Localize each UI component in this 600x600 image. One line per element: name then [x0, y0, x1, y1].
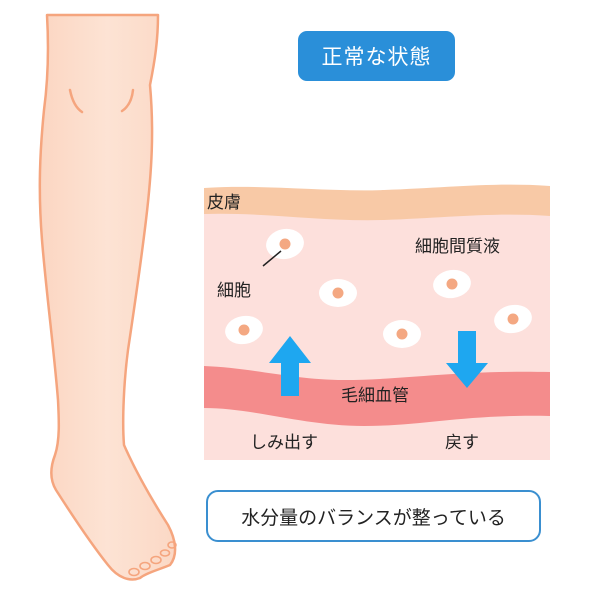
arrow-down-icon	[446, 331, 488, 388]
cell-pointer-line	[262, 250, 282, 267]
skin-cross-section	[204, 184, 550, 460]
seep-out-label: しみ出す	[250, 433, 318, 453]
title-text: 正常な状態	[321, 45, 432, 69]
skin-label: 皮膚	[207, 193, 241, 213]
summary-text: 水分量のバランスが整っている	[241, 506, 506, 529]
skin-layer	[204, 184, 550, 221]
interstitial-fluid-label: 細胞間質液	[415, 237, 500, 257]
cell	[266, 228, 304, 260]
cell	[494, 304, 532, 334]
cell	[225, 315, 263, 345]
title-badge: 正常な状態	[298, 31, 455, 81]
return-label: 戻す	[445, 433, 479, 453]
cell-label: 細胞	[217, 281, 251, 301]
capillary-label: 毛細血管	[341, 386, 409, 406]
cell	[319, 279, 357, 307]
arrow-up-icon	[269, 336, 311, 396]
leg-illustration	[38, 13, 177, 581]
summary-box: 水分量のバランスが整っている	[206, 490, 541, 542]
cell	[383, 320, 421, 348]
cells	[225, 228, 532, 348]
cell	[433, 269, 471, 299]
